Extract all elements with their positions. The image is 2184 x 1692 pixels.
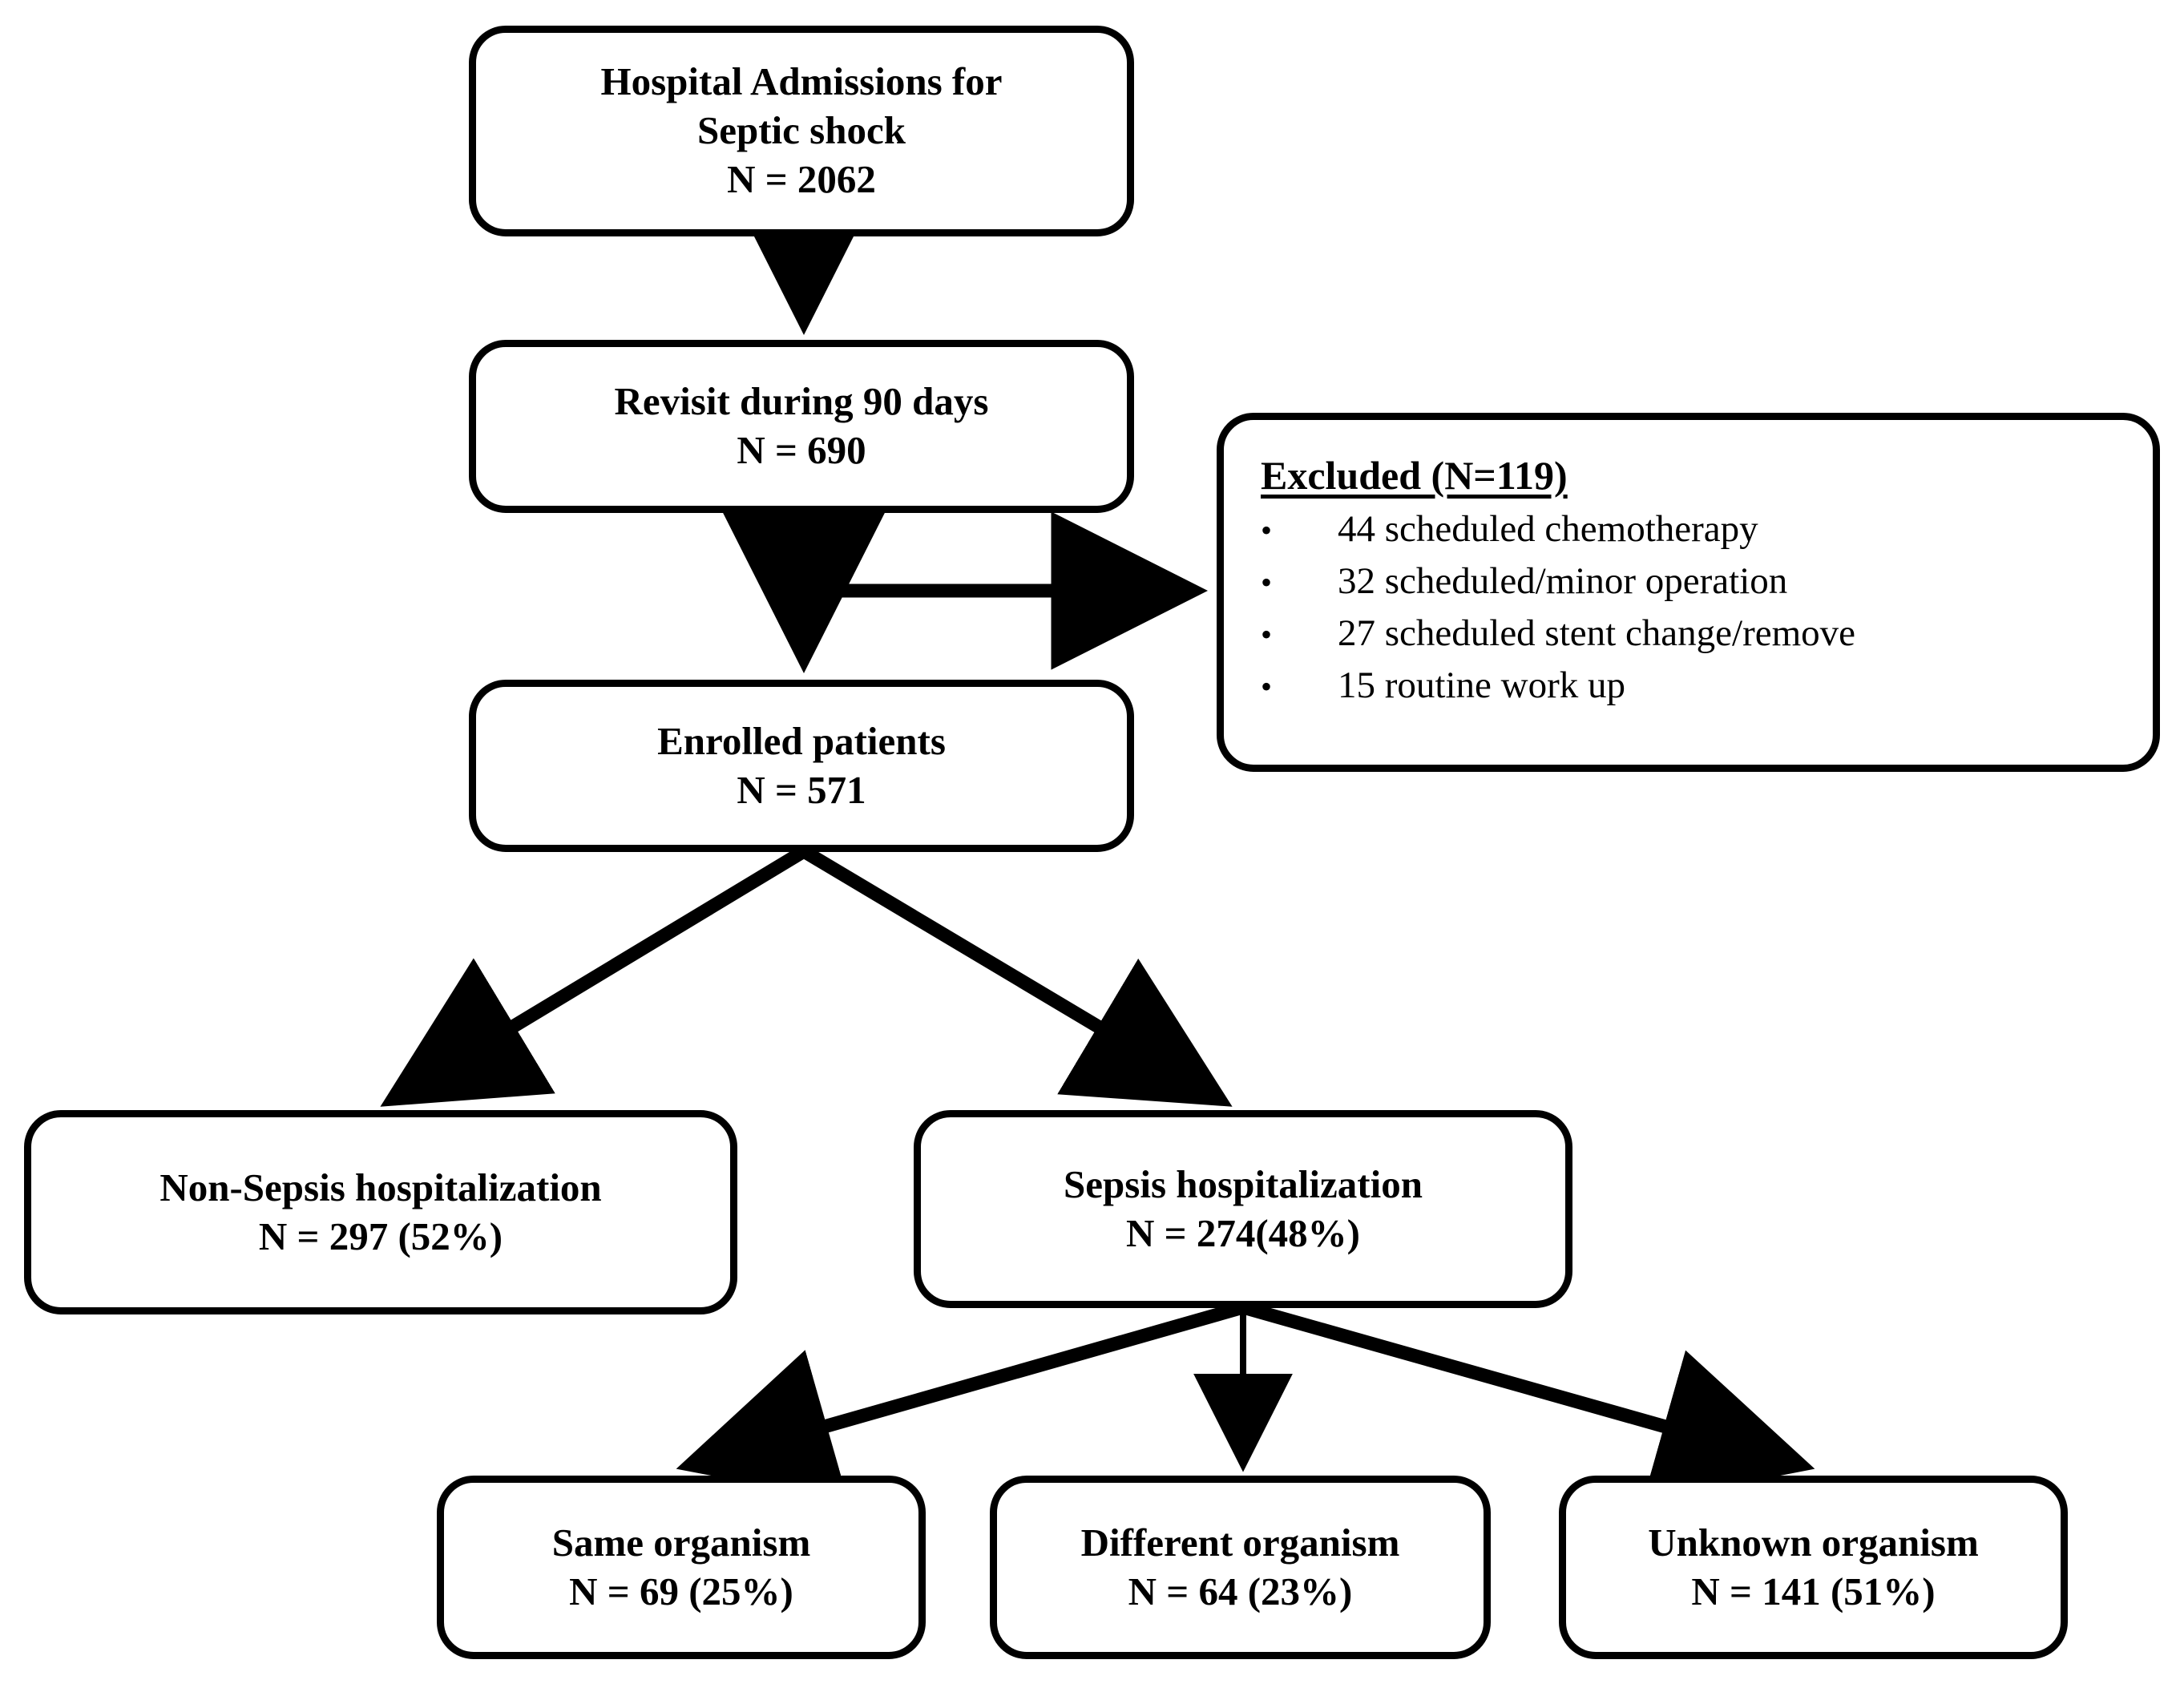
bullet-icon: •	[1261, 563, 1273, 600]
node-non-sepsis-count: N = 297 (52%)	[258, 1213, 503, 1258]
node-sepsis-line1: Sepsis hospitalization	[1064, 1161, 1423, 1206]
node-sepsis-hospitalization: Sepsis hospitalization N = 274(48%)	[914, 1110, 1572, 1308]
excluded-reason-text: 44 scheduled chemotherapy	[1338, 508, 1758, 550]
node-revisit-count: N = 690	[737, 428, 866, 472]
node-same-organism-count: N = 69 (25%)	[569, 1569, 793, 1613]
node-non-sepsis-line1: Non-Sepsis hospitalization	[159, 1165, 602, 1209]
node-enrolled-line1: Enrolled patients	[657, 718, 946, 763]
connector-sepsis-to-same-organism	[676, 1300, 1245, 1502]
node-same-organism: Same organism N = 69 (25%)	[437, 1476, 926, 1659]
excluded-title: Excluded (N=119)	[1261, 453, 1568, 498]
node-same-organism-line1: Same organism	[551, 1520, 811, 1565]
bullet-icon: •	[1261, 668, 1273, 705]
node-revisit-line1: Revisit during 90 days	[614, 379, 989, 424]
node-different-organism-line1: Different organism	[1080, 1520, 1400, 1565]
node-different-organism-count: N = 64 (23%)	[1128, 1569, 1353, 1613]
node-admissions-count: N = 2062	[727, 156, 876, 201]
node-unknown-organism-count: N = 141 (51%)	[1691, 1569, 1936, 1613]
connector-enrolled-to-non-sepsis	[380, 845, 808, 1107]
excluded-reason-text: 15 routine work up	[1338, 664, 1625, 706]
node-sepsis-count: N = 274(48%)	[1126, 1210, 1360, 1255]
connector-sepsis-to-unknown-organism	[1241, 1300, 1815, 1503]
excluded-reason-text: 32 scheduled/minor operation	[1338, 559, 1788, 602]
node-unknown-organism: Unknown organism N = 141 (51%)	[1559, 1476, 2068, 1659]
bullet-icon: •	[1261, 512, 1273, 548]
node-hospital-admissions: Hospital Admissions for Septic shock N =…	[469, 26, 1134, 236]
node-admissions-line2: Septic shock	[696, 108, 906, 153]
excluded-reason-item: • 15 routine work up	[1261, 660, 2125, 712]
excluded-reason-item: • 44 scheduled chemotherapy	[1261, 503, 2125, 555]
excluded-reason-list: • 44 scheduled chemotherapy • 32 schedul…	[1261, 503, 2125, 711]
node-unknown-organism-line1: Unknown organism	[1648, 1520, 1979, 1565]
excluded-reason-item: • 27 scheduled stent change/remove	[1261, 608, 2125, 660]
node-admissions-line1: Hospital Admissions for	[600, 59, 1003, 104]
excluded-reason-item: • 32 scheduled/minor operation	[1261, 555, 2125, 608]
node-different-organism: Different organism N = 64 (23%)	[990, 1476, 1491, 1659]
excluded-reason-text: 27 scheduled stent change/remove	[1338, 612, 1856, 654]
node-revisit-90-days: Revisit during 90 days N = 690	[469, 340, 1134, 513]
node-excluded-panel: Excluded (N=119) • 44 scheduled chemothe…	[1217, 413, 2160, 772]
bullet-icon: •	[1261, 616, 1273, 652]
node-enrolled-count: N = 571	[737, 767, 866, 812]
node-non-sepsis-hospitalization: Non-Sepsis hospitalization N = 297 (52%)	[24, 1110, 737, 1314]
node-enrolled-patients: Enrolled patients N = 571	[469, 680, 1134, 852]
connector-enrolled-to-sepsis	[800, 845, 1233, 1107]
